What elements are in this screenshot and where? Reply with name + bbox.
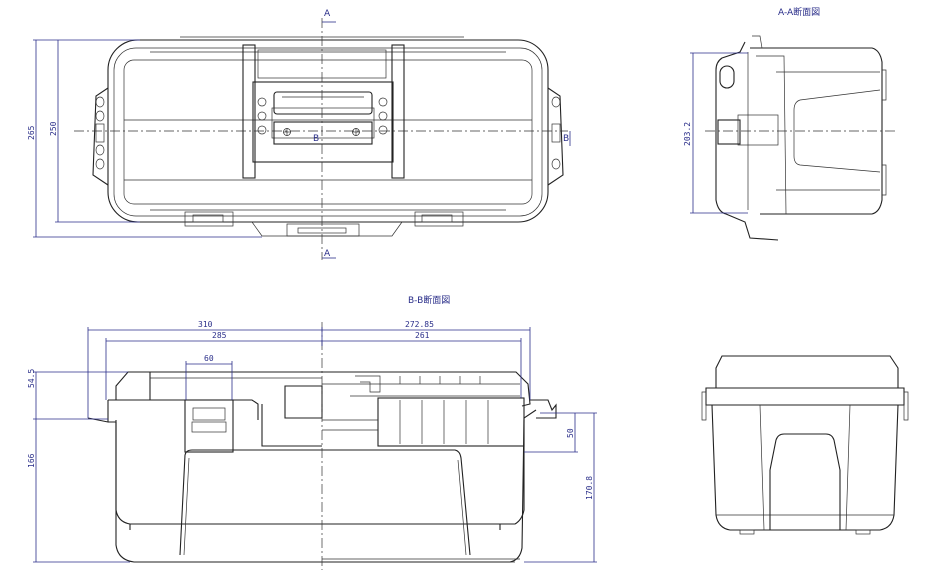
section-aa-title: A-A断面図 [778,6,820,18]
side-view [701,355,909,535]
top-view-inner-rim [113,47,543,217]
dim-166: 166 [27,453,36,468]
handle-grip [273,121,373,145]
section-aa-view: A-A断面図 203.2 [683,6,895,241]
dim-60: 60 [204,354,214,363]
dim-170-8: 170.8 [585,476,594,500]
section-marker-a-top: A [324,9,331,19]
section-marker-a-bottom: A [324,249,331,259]
handle-arm-right [391,44,405,179]
section-marker-b-right: B [563,134,569,144]
side-view-lid [715,355,899,389]
dim-285: 285 [212,331,227,340]
latch [530,399,557,419]
inner-tray [377,397,525,447]
bottom-clips [184,211,464,237]
top-view: A A B B 265 250 [27,9,571,260]
dim-54-5: 54.5 [27,369,36,388]
section-bb-view: B-B断面図 [27,294,597,570]
top-view-lid-panel [123,59,533,205]
dim-272-85: 272.85 [405,320,434,329]
handle-plate [252,81,394,163]
dim-265: 265 [27,125,36,140]
lid-left-corner [115,371,151,401]
section-bb-title: B-B断面図 [408,294,450,306]
dim-50: 50 [566,428,575,438]
dim-203-2: 203.2 [683,122,692,146]
body-outline [115,409,537,525]
handle-arm-left [242,44,256,179]
dim-310: 310 [198,320,213,329]
dim-261: 261 [415,331,430,340]
dim-250: 250 [49,121,58,136]
right-side-handle [547,87,564,186]
left-side-handle [92,87,109,186]
section-marker-b-left: B [313,134,319,144]
side-handle-bracket [184,399,234,453]
